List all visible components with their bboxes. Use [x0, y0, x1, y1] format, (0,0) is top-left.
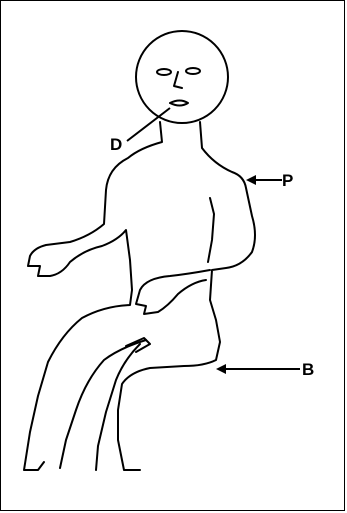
label-d: D [110, 135, 122, 154]
figure-left-outline [24, 122, 162, 470]
figure-right-eye [186, 68, 200, 74]
figure-inner-arm [208, 198, 214, 262]
pointer-line-d [127, 108, 170, 141]
label-b: B [302, 360, 314, 379]
arrowhead-p [246, 175, 256, 185]
figure-left-eye [157, 69, 171, 75]
figure-lap-hand [136, 270, 210, 314]
figure-nose [174, 72, 182, 88]
figure-left-leg-inner [60, 340, 146, 468]
arrowhead-b [216, 364, 226, 374]
label-p: P [282, 171, 293, 190]
figure-mouth [170, 101, 188, 106]
figure-head [136, 31, 228, 123]
